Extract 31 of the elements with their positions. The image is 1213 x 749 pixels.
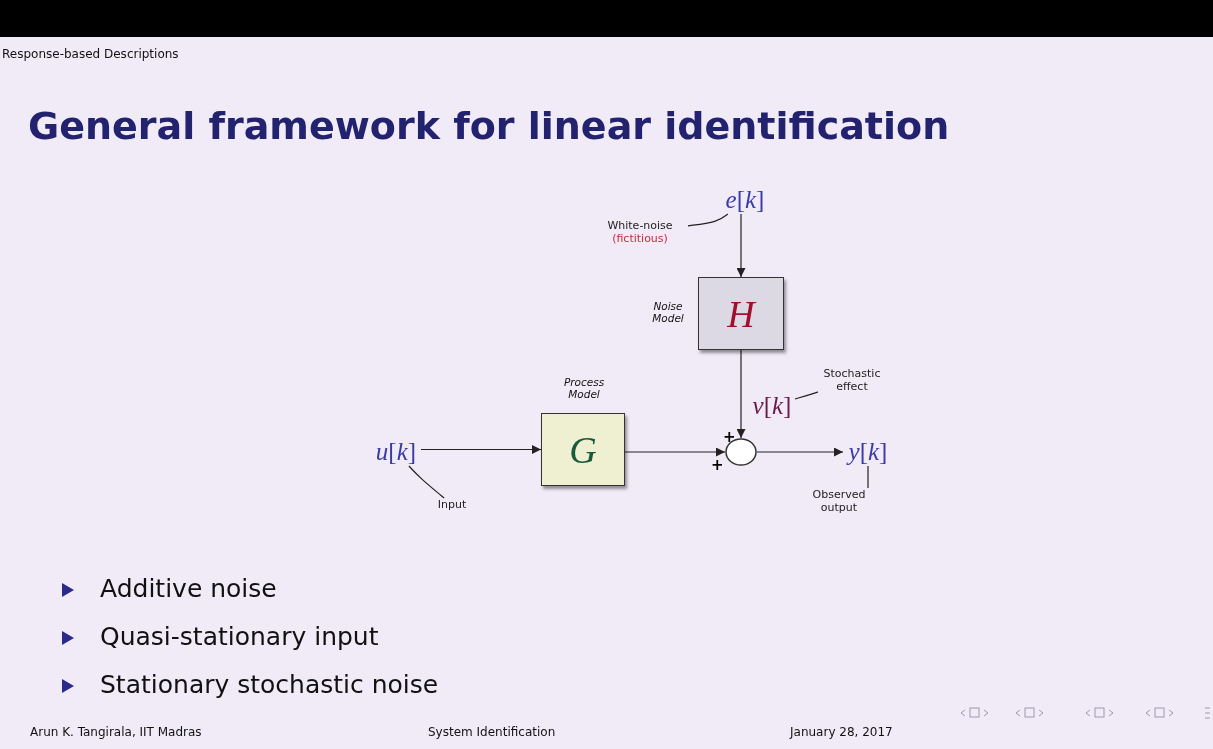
annotation-text: Stochastic effect xyxy=(822,367,882,393)
footer-title: System Identification xyxy=(428,725,556,739)
bullet-text: Quasi-stationary input xyxy=(100,622,379,651)
signal-arrow xyxy=(756,447,844,457)
signal-arrow xyxy=(736,349,746,439)
annotation-subtext: (fictitious) xyxy=(611,232,669,245)
signal-label: e[k] xyxy=(724,186,766,214)
signal-label: u[k] xyxy=(371,438,421,466)
block-caption: Noise Model xyxy=(651,300,685,324)
footer-date: January 28, 2017 xyxy=(790,725,893,739)
sign-label: + xyxy=(711,458,724,473)
signal-label: v[k] xyxy=(749,392,795,420)
annotation-text: White-noise xyxy=(606,219,674,232)
slide-title: General framework for linear identification xyxy=(28,104,950,148)
block-symbol: G xyxy=(569,427,597,472)
signal-arrow xyxy=(624,447,726,457)
bullet-text: Additive noise xyxy=(100,574,277,603)
block-symbol: H xyxy=(727,291,755,336)
sign-label: + xyxy=(723,430,736,445)
bullet-text: Stationary stochastic noise xyxy=(100,670,439,699)
section-header: Response-based Descriptions xyxy=(2,47,179,61)
annotation-text: Input xyxy=(436,498,468,511)
annotation-text: Observed output xyxy=(811,488,867,514)
leader-line xyxy=(794,391,819,400)
signal-label: y[k] xyxy=(843,438,893,466)
leader-line xyxy=(408,465,445,499)
signal-arrow xyxy=(420,445,542,454)
block-caption: Process Model xyxy=(562,376,606,400)
leader-line xyxy=(687,213,729,227)
signal-arrow xyxy=(736,213,746,278)
footer-author: Arun K. Tangirala, IIT Madras xyxy=(30,725,202,739)
